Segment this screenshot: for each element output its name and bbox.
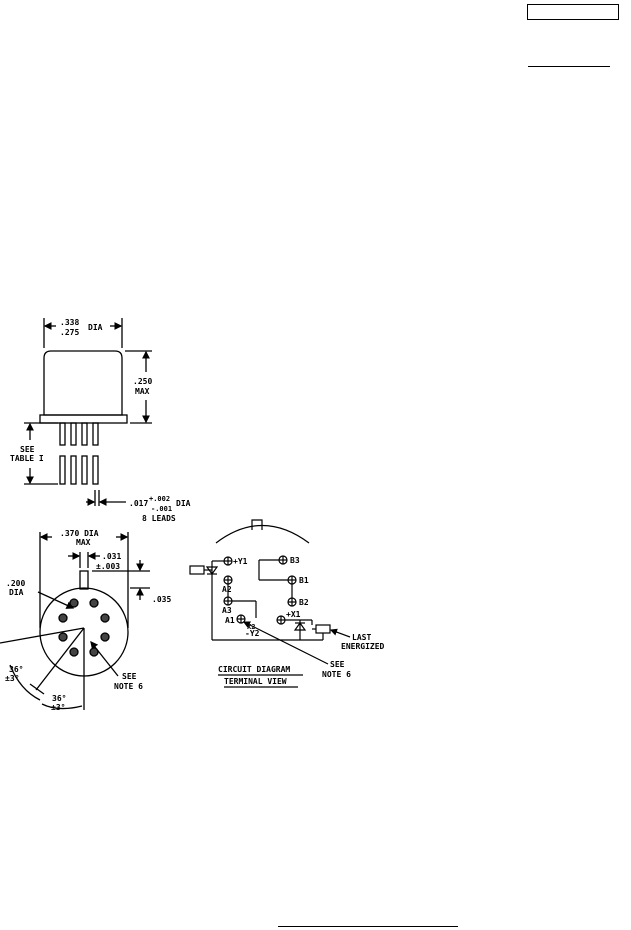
pin-x1-label: +X1 <box>286 610 301 619</box>
lead-count-label: 8 LEADS <box>142 514 176 523</box>
pin-circle-label: .200 <box>6 579 25 588</box>
circuit-caption-label: CIRCUIT DIAGRAM <box>218 665 290 674</box>
header-rule <box>528 66 610 67</box>
tab-tol-label: ±.003 <box>96 562 120 571</box>
see-table-label: TABLE I <box>10 454 44 463</box>
side-view-labels: .338 .275 DIA .250 MAX SEE TABLE I .017 … <box>10 318 191 523</box>
pin-b1-label: B1 <box>299 576 309 585</box>
dia-top-label: .338 <box>60 318 79 327</box>
overall-dia-label: .370 DIA <box>60 529 99 538</box>
right-coil <box>315 624 331 634</box>
left-diode <box>205 566 219 576</box>
pin-b2-label: B2 <box>299 598 309 607</box>
note-see-label: SEE <box>122 672 137 681</box>
pin-b3-label: B3 <box>290 556 300 565</box>
pin-circle-dia-label: DIA <box>9 588 24 597</box>
lead-tol-minus-label: -.001 <box>151 505 172 513</box>
right-diode <box>293 621 307 631</box>
height-label: .250 <box>133 377 152 386</box>
leads-lower <box>59 455 99 485</box>
lead-tol-plus-label: +.002 <box>149 495 170 503</box>
angle1-label: 36° <box>9 665 23 674</box>
tab-width-label: .031 <box>102 552 121 561</box>
header-flange <box>39 414 128 424</box>
dia-word-label: DIA <box>88 323 103 332</box>
lead-dia-label: .017 <box>129 499 148 508</box>
last-label: LAST <box>352 633 371 642</box>
circuit-note-see-label: SEE <box>330 660 345 669</box>
height-max-label: MAX <box>135 387 150 396</box>
energized-label: ENERGIZED <box>341 642 385 651</box>
circuit-diagram <box>189 519 351 688</box>
pin-a1-label: A1 <box>225 616 235 625</box>
angle2-label: 36° <box>52 694 66 703</box>
pin-x2-label: X2 <box>247 623 255 631</box>
lead-dia-word-label: DIA <box>176 499 191 508</box>
header-box <box>527 4 619 20</box>
terminal-view-caption-label: TERMINAL VIEW <box>224 677 287 686</box>
overall-dia-max-label: MAX <box>76 538 91 547</box>
circuit-labels: +Y1 A2 A3 A1 X2 -Y2 B3 B1 B2 +X1 LAST EN… <box>218 556 385 686</box>
pin-y1-label: +Y1 <box>233 557 248 566</box>
tab-height-label: .035 <box>152 595 171 604</box>
bottom-view-labels: .370 DIA MAX .031 ±.003 .035 .200 DIA 36… <box>5 529 171 712</box>
angle2-tol-label: ±3° <box>51 703 65 712</box>
orientation-key <box>251 519 263 530</box>
pin-a3-label: A3 <box>222 606 232 615</box>
relay-can <box>43 350 123 416</box>
side-view <box>24 318 152 506</box>
bottom-view <box>0 532 150 710</box>
see-label: SEE <box>20 445 35 454</box>
leads-upper <box>59 422 99 446</box>
dia-bot-label: .275 <box>60 328 79 337</box>
pin-a2-label: A2 <box>222 585 232 594</box>
note-number-label: NOTE 6 <box>114 682 143 691</box>
pin-y2-label: -Y2 <box>245 629 260 638</box>
index-tab <box>79 570 89 590</box>
angle1-tol-label: ±3° <box>5 674 19 683</box>
circuit-note-number-label: NOTE 6 <box>322 670 351 679</box>
footer-rule <box>278 926 458 927</box>
left-coil <box>189 565 205 575</box>
